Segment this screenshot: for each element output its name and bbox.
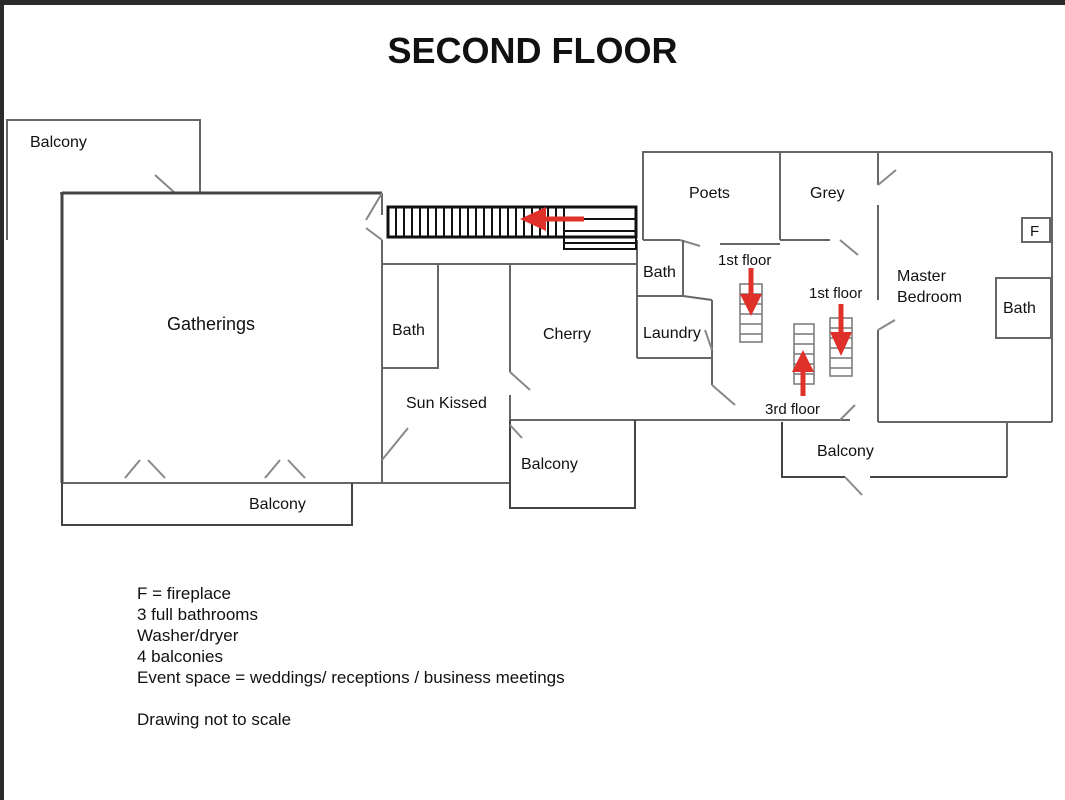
walls — [6, 119, 1053, 526]
note-item: Washer/dryer — [137, 626, 239, 645]
room-label-sun-kissed: Sun Kissed — [406, 395, 487, 412]
arrow-up-icon — [792, 350, 814, 396]
arrow-main-left-icon — [520, 207, 584, 231]
legend-notes: F = fireplace 3 full bathrooms Washer/dr… — [137, 583, 565, 730]
room-label-bath: Bath — [1003, 300, 1036, 317]
room-label-balcony: Balcony — [521, 456, 578, 473]
room-label-master: Master — [897, 268, 947, 285]
fireplace-label: F — [1030, 223, 1039, 240]
footnote: Drawing not to scale — [137, 710, 292, 729]
room-label-cherry: Cherry — [543, 326, 591, 343]
room-label-gatherings: Gatherings — [167, 314, 255, 334]
stair-label-1st-floor: 1st floor — [809, 285, 862, 302]
main-staircase — [386, 205, 638, 250]
room-label-grey: Grey — [810, 185, 845, 202]
drawing-sheet — [4, 5, 1065, 800]
room-label-balcony: Balcony — [249, 496, 306, 513]
room-label-balcony: Balcony — [30, 134, 87, 151]
stair-label-3rd-floor: 3rd floor — [765, 401, 820, 418]
note-item: Event space = weddings/ receptions / bus… — [137, 668, 565, 687]
room-label-balcony: Balcony — [817, 443, 874, 460]
note-item: F = fireplace — [137, 584, 232, 603]
stair-label-1st-floor: 1st floor — [718, 252, 771, 269]
room-label-bath: Bath — [392, 322, 425, 339]
arrow-down-icon — [830, 304, 852, 356]
page-title: SECOND FLOOR — [387, 30, 678, 71]
room-label-laundry: Laundry — [643, 325, 701, 342]
room-label-bedroom: Bedroom — [897, 289, 962, 306]
arrow-down-icon — [740, 268, 762, 316]
note-item: 3 full bathrooms — [137, 605, 258, 624]
note-item: 4 balconies — [137, 647, 224, 666]
room-label-poets: Poets — [689, 185, 730, 202]
room-label-bath: Bath — [643, 264, 676, 281]
